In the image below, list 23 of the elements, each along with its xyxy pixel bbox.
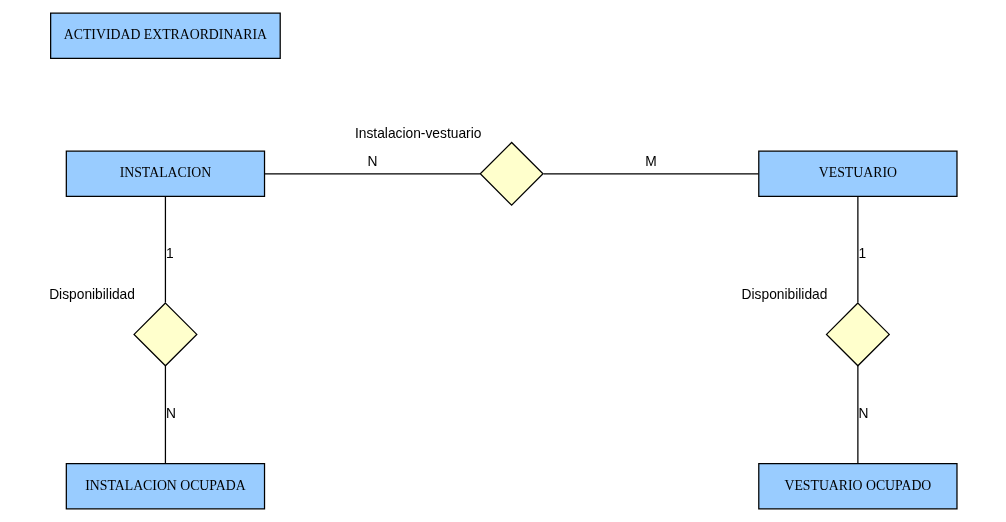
node-diamond <box>478 141 544 207</box>
node-diamond <box>825 302 890 367</box>
edge-label: 1 <box>165 245 174 261</box>
node-box: INSTALACION OCUPADA <box>65 462 265 510</box>
edge-label: M <box>644 154 657 170</box>
edge-label: N <box>366 154 377 170</box>
node-box: VESTUARIO <box>757 150 958 198</box>
node-box: INSTALACION <box>65 150 265 198</box>
edge-label: N <box>858 406 868 422</box>
node-diamond <box>132 302 198 367</box>
node-box: VESTUARIO OCUPADO <box>757 462 958 510</box>
node-label: Disponibilidad <box>741 287 827 303</box>
connector <box>856 365 858 465</box>
node-label: Instalacion-vestuario <box>354 126 481 142</box>
connector <box>164 365 166 465</box>
node-box: ACTIVIDAD EXTRAORDINARIA <box>49 12 281 60</box>
connector <box>263 173 481 175</box>
node-label: Disponibilidad <box>48 287 135 303</box>
connector <box>164 196 166 304</box>
connector <box>542 173 759 175</box>
edge-label: N <box>165 406 176 422</box>
edge-label: 1 <box>857 245 866 261</box>
connector <box>856 196 858 304</box>
